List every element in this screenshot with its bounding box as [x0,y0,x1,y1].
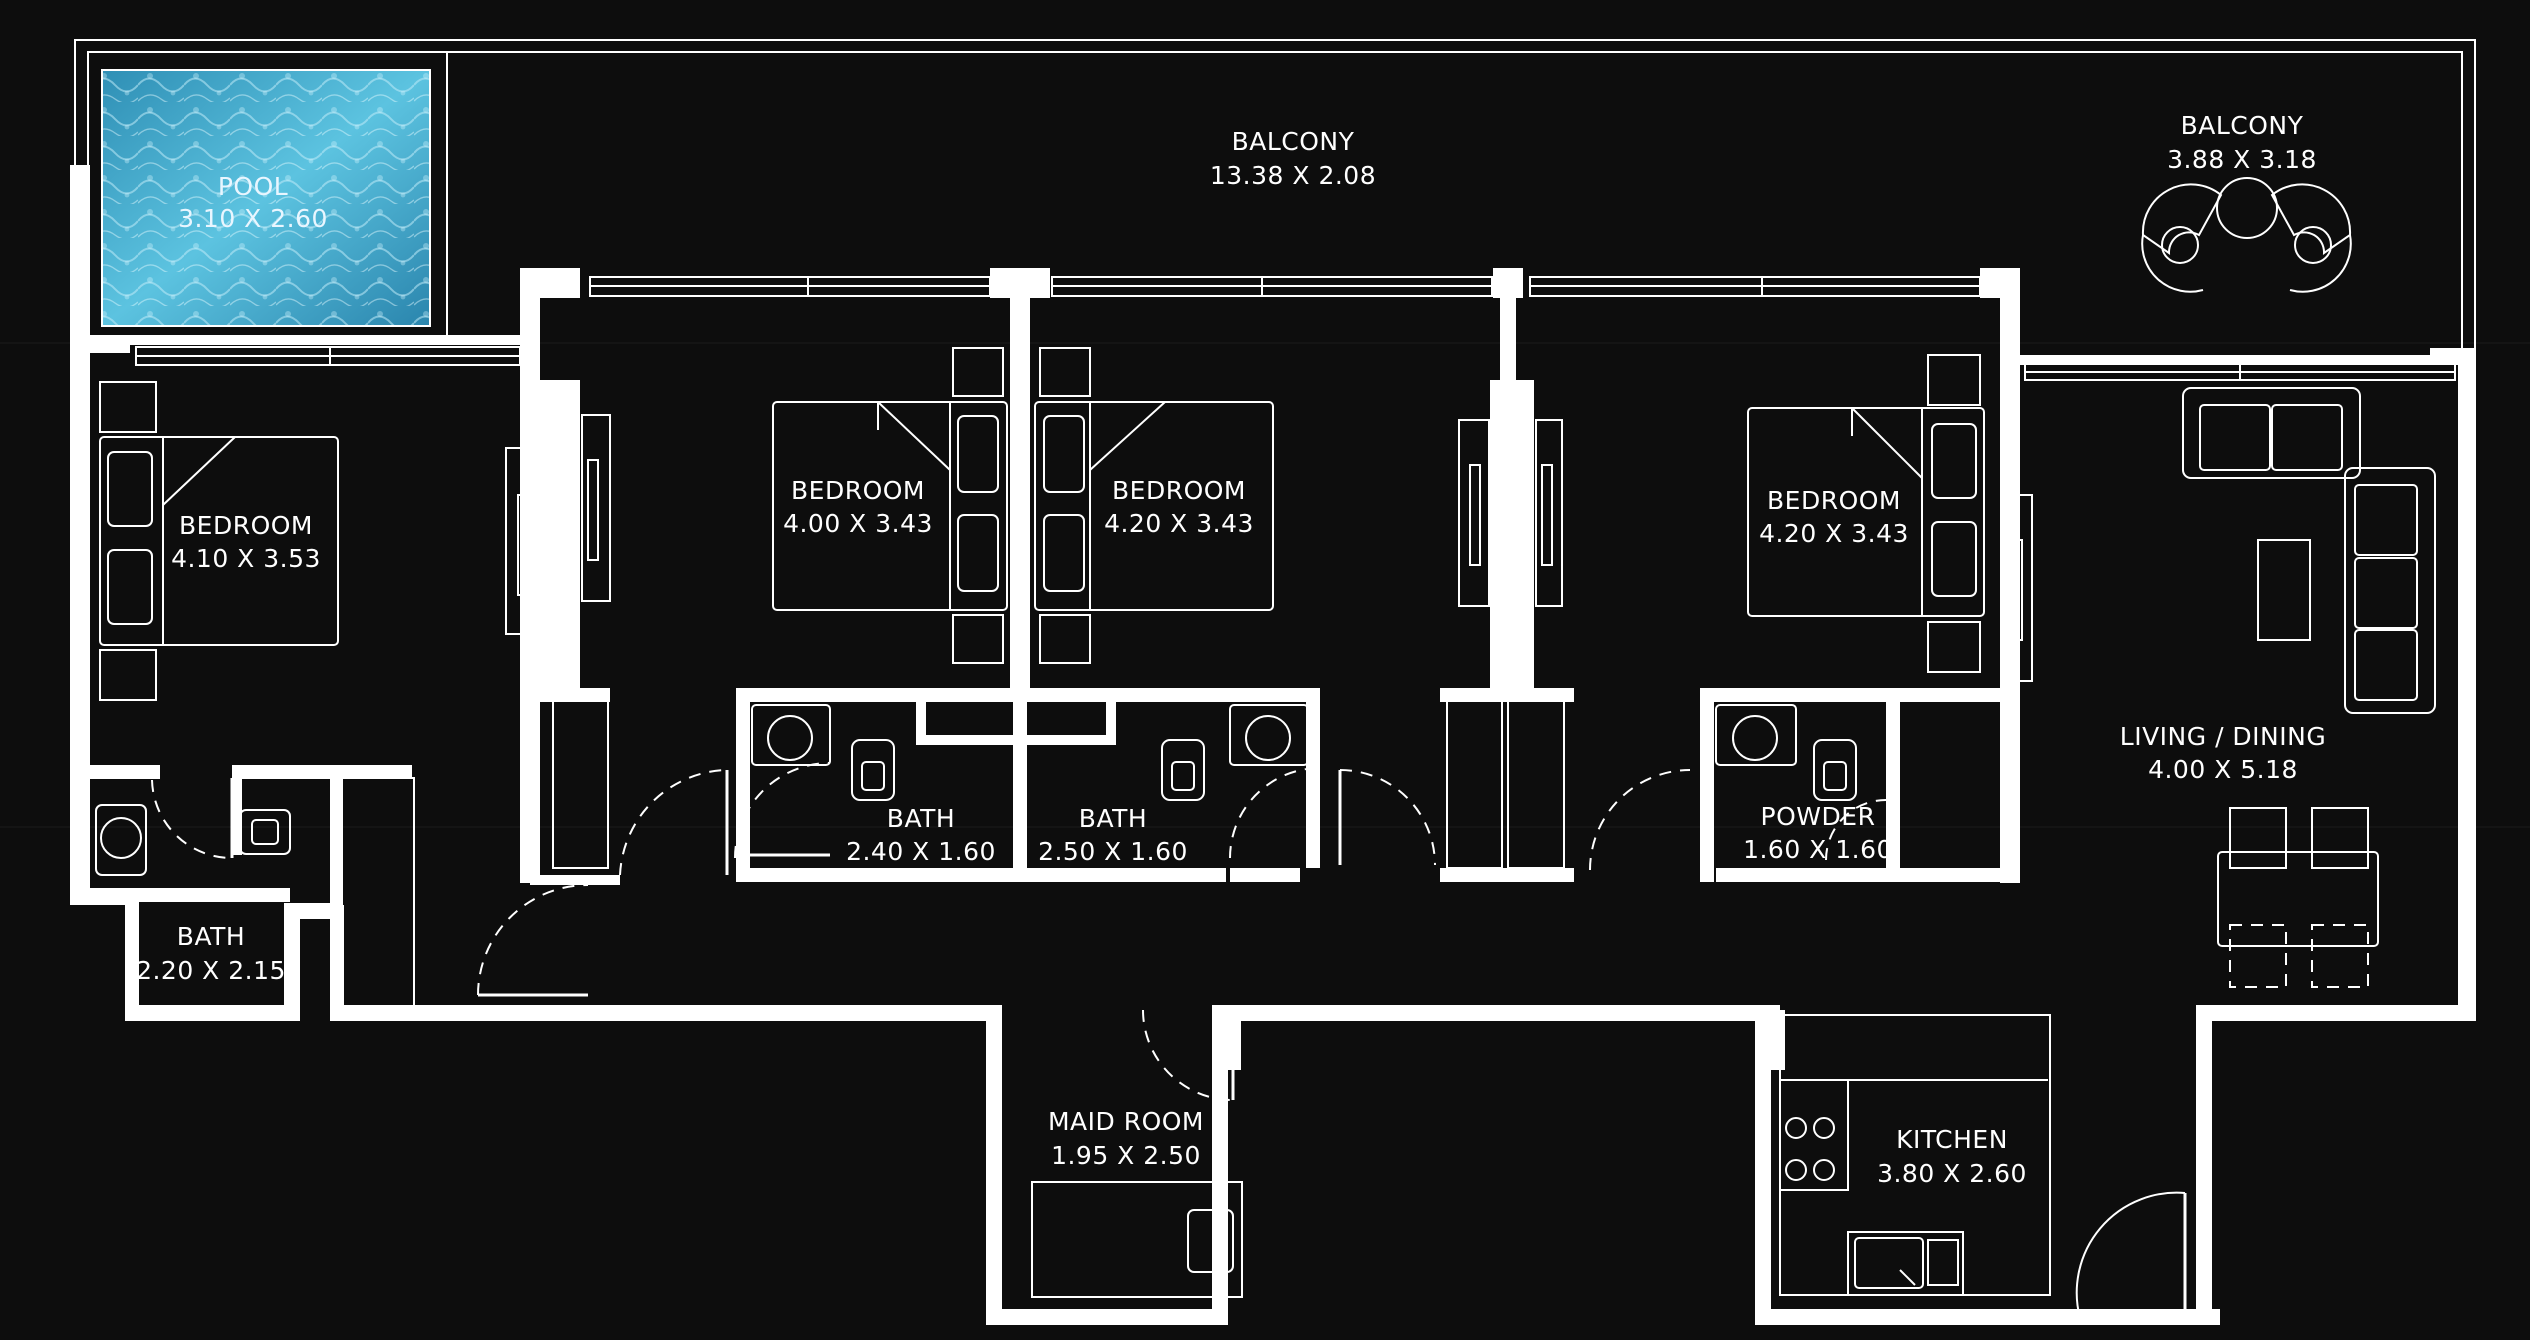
maid-room-name: MAID ROOM [1048,1107,1204,1136]
maid-room-dims: 1.95 X 2.50 [1051,1141,1201,1170]
balcony-main-name: BALCONY [1232,127,1355,156]
kitchen-name: KITCHEN [1896,1125,2008,1154]
powder-name: POWDER [1761,802,1876,831]
balcony-main-dims: 13.38 X 2.08 [1210,161,1376,190]
bedroom-1-dims: 4.10 X 3.53 [171,544,321,573]
kitchen-fixtures [1779,1014,2051,1296]
room-labels: POOL 3.10 X 2.60 BALCONY 13.38 X 2.08 BA… [136,111,2326,1188]
interior-walls [70,298,2010,1070]
bathroom-fixtures [95,704,1857,876]
bath-3-name: BATH [1079,804,1147,833]
bedroom-2-dims: 4.00 X 3.43 [783,509,933,538]
bedroom-4-name: BEDROOM [1767,486,1901,515]
bedroom-2-name: BEDROOM [791,476,925,505]
balcony-furniture [2141,177,2352,293]
bed-bedroom-4 [1747,354,1985,673]
maid-room-bed [1031,1181,1243,1298]
bed-bedroom-2 [772,347,1008,664]
bath-1-name: BATH [177,922,245,951]
living-dining-dims: 4.00 X 5.18 [2148,755,2298,784]
pool-dims: 3.10 X 2.60 [178,204,328,233]
bath-2-name: BATH [887,804,955,833]
bedroom-4-dims: 4.20 X 3.43 [1759,519,1909,548]
kitchen-dims: 3.80 X 2.60 [1877,1159,2027,1188]
living-furniture [2182,387,2436,988]
service-shafts [341,699,1565,1009]
bath-2-dims: 2.40 X 1.60 [846,837,996,866]
bedroom-facade [130,268,2460,883]
pool-name: POOL [218,172,288,201]
balcony-side-dims: 3.88 X 3.18 [2167,145,2317,174]
windows [135,276,2456,381]
bath-3-dims: 2.50 X 1.60 [1038,837,1188,866]
bedroom-3-name: BEDROOM [1112,476,1246,505]
balcony-side-name: BALCONY [2181,111,2304,140]
bedroom-1-name: BEDROOM [179,511,313,540]
bed-bedroom-3 [1034,347,1274,664]
bath-1-dims: 2.20 X 2.15 [136,956,286,985]
bedroom-3-dims: 4.20 X 3.43 [1104,509,1254,538]
powder-dims: 1.60 X 1.60 [1743,835,1893,864]
balcony-railing [74,39,2476,352]
bed-bedroom-1 [99,381,339,701]
pool [101,69,431,327]
wardrobes [505,414,2033,682]
living-dining-name: LIVING / DINING [2120,722,2326,751]
